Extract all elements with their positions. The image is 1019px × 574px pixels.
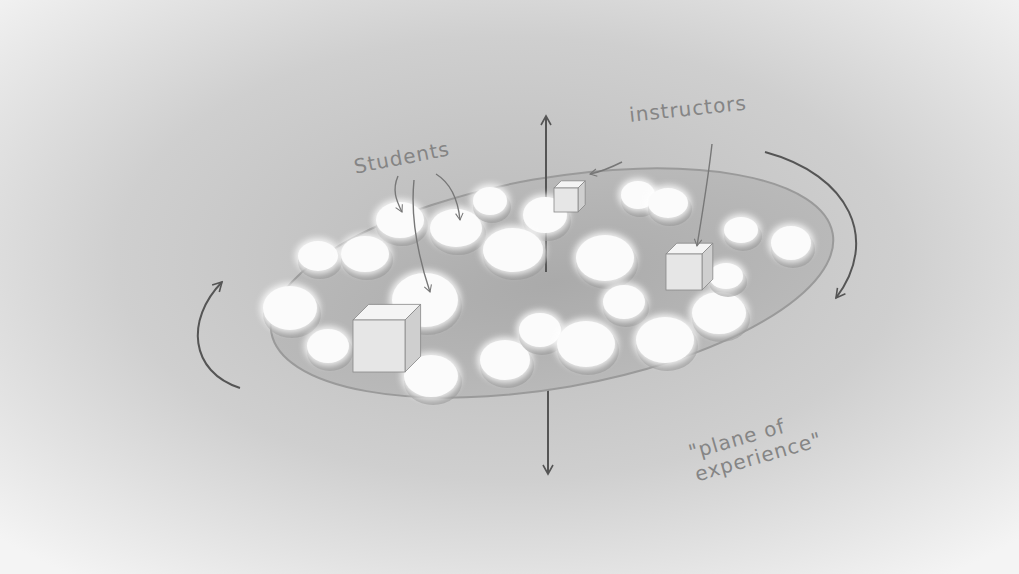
handwritten-label: Students — [352, 129, 494, 178]
axis-arrow — [547, 388, 549, 474]
rotation-arrow — [765, 152, 856, 298]
leader-lines — [395, 144, 712, 292]
handwritten-label: "plane of experience" — [686, 406, 824, 486]
handwritten-label: instructors — [628, 86, 799, 127]
instructor-cubes — [353, 181, 713, 372]
plane-of-experience — [253, 130, 851, 436]
student-blobs — [260, 178, 815, 405]
rotation-arrow — [198, 282, 240, 388]
